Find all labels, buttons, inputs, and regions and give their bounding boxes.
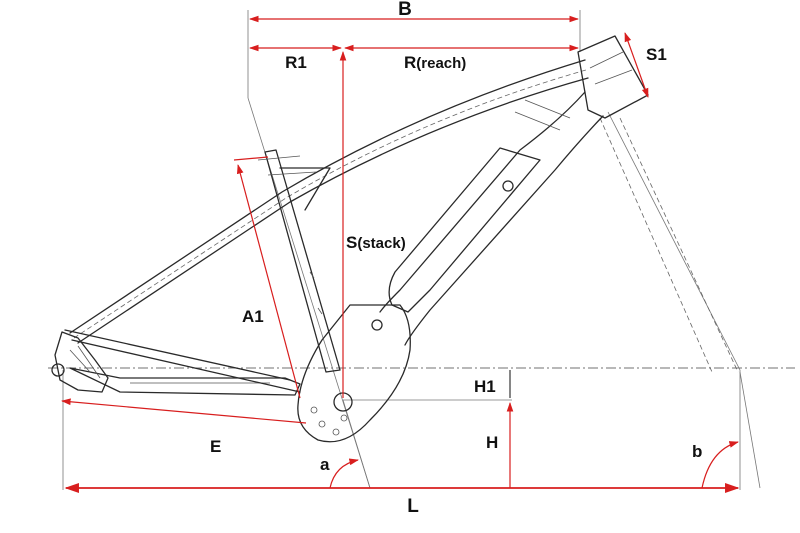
head-angle-guide [739,371,761,489]
seat-stay-upper [64,329,291,381]
mount-hole-1 [310,406,318,414]
label-h1: H1 [474,377,496,396]
rear-dropout [54,331,109,393]
battery-bolt [502,180,514,192]
bolt-1 [309,271,315,279]
battery-cover [388,147,541,313]
label-reach: R(reach) [404,53,466,72]
top-tube-upper [69,59,586,334]
dimension-labels: B R1 R(reach) S1 S(stack) A1 H1 H E a b … [210,0,702,517]
seat-stay-top [279,167,331,211]
label-stack-main: S [346,233,357,252]
chain-stay [69,367,301,396]
fork-axis-dash [619,117,739,373]
down-tube-detail [514,99,571,131]
motor-housing [297,304,411,443]
frame-outline [51,35,649,443]
label-a1: A1 [242,307,264,326]
top-tube-center [73,69,587,339]
angle-b-arc [701,441,739,489]
label-stack: S(stack) [346,233,406,252]
head-tube [577,35,649,119]
label-e: E [210,437,221,456]
label-h: H [486,433,498,452]
dim-e [61,398,307,424]
label-r1: R1 [285,53,307,72]
dimension-lines [61,15,740,494]
label-b-angle: b [692,442,702,461]
top-tube-lower [77,77,589,344]
seat-stay-lower [71,339,301,393]
rear-axle [51,363,65,377]
dim-s1 [624,32,649,98]
dropout-detail [69,345,101,379]
fork-axis-dash-2 [599,117,713,373]
label-b: B [398,0,412,20]
seat-angle-guide [342,399,371,489]
down-tube-inner [404,115,604,346]
label-reach-main: R [404,53,416,72]
fork-axis [607,111,741,371]
motor-bolt [371,319,383,331]
label-a: a [320,455,330,474]
a1-cap [233,156,269,161]
label-l: L [407,496,419,517]
seat-tube [264,149,341,373]
down-tube-outer [379,91,586,313]
angle-a-arc [329,458,359,489]
label-s1: S1 [646,45,667,64]
mount-hole-3 [332,428,340,436]
head-tube-detail [589,51,633,85]
label-reach-sub: (reach) [416,55,466,72]
label-stack-sub: (stack) [357,235,405,252]
guide-lines [48,10,795,490]
seat-clamp [257,155,317,176]
bolt-2 [317,307,323,315]
dim-a1 [236,164,301,399]
mount-hole-2 [318,420,326,428]
mount-hole-4 [340,414,348,422]
